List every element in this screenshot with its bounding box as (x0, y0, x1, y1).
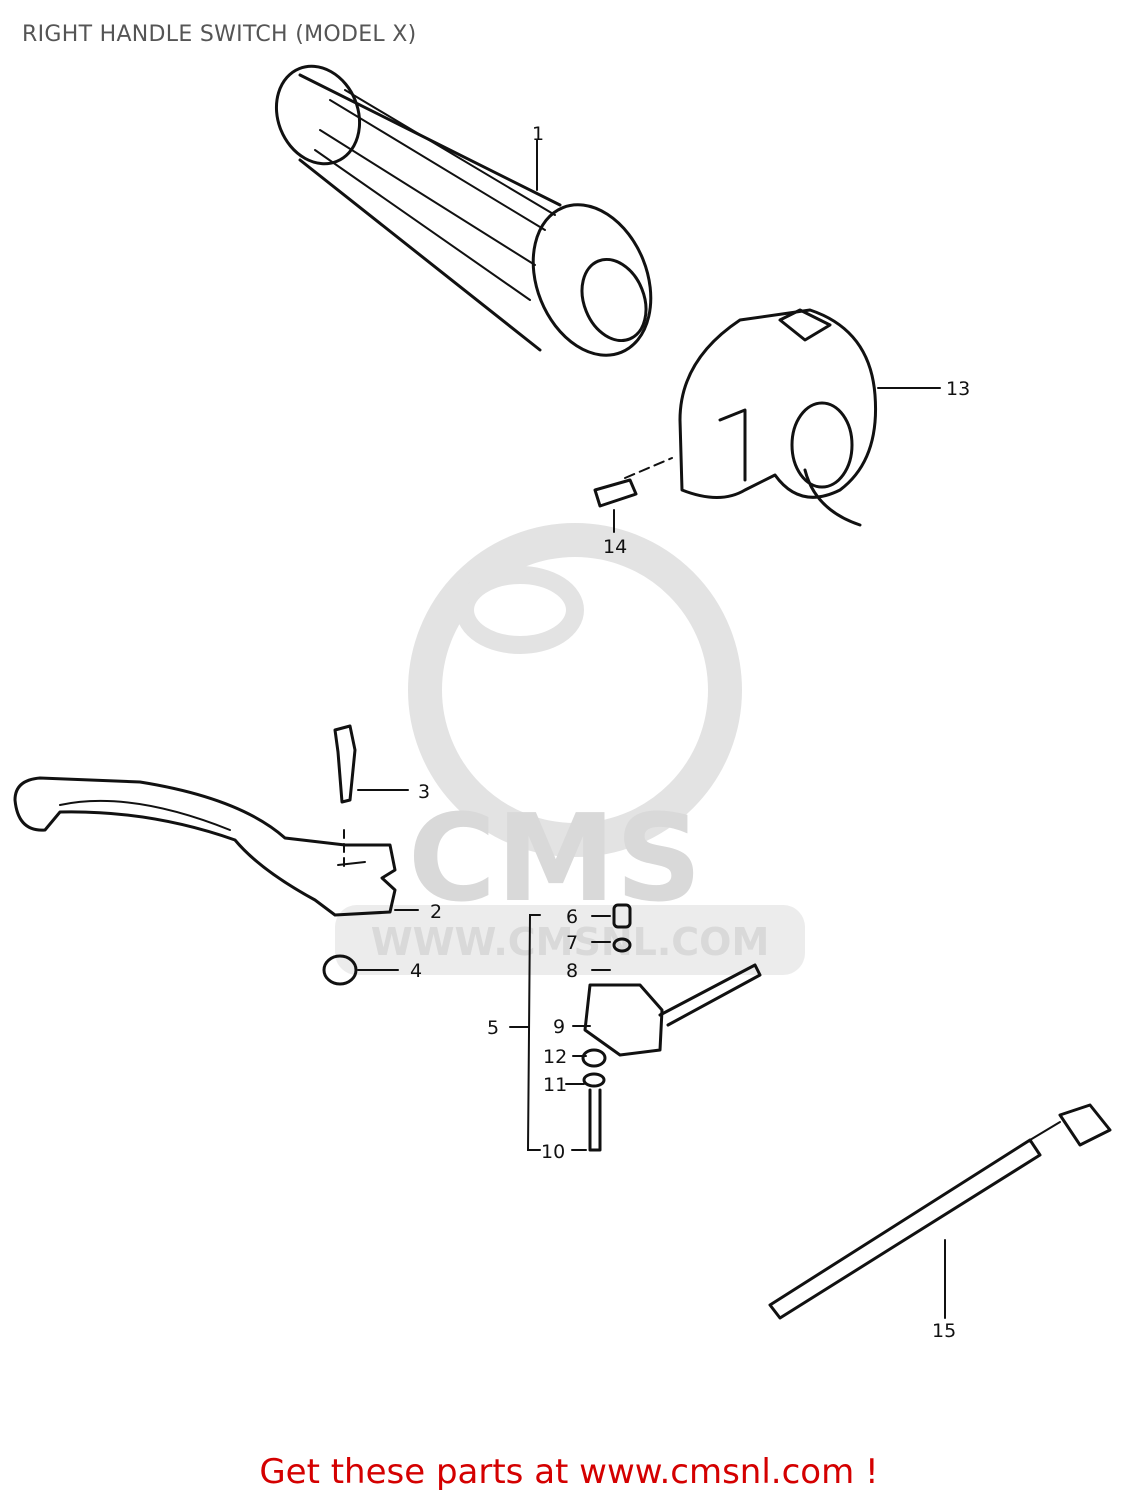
footer-link-text[interactable]: Get these parts at www.cmsnl.com ! (259, 1452, 879, 1492)
callout-8: 8 (566, 960, 578, 982)
watermark: CMS WWW.CMSNL.COM (335, 523, 805, 975)
watermark-mascot-head (408, 523, 742, 857)
watermark-mascot-goggles (456, 566, 584, 654)
callout-13: 13 (946, 378, 970, 400)
callout-3: 3 (418, 781, 430, 803)
callout-1: 1 (532, 123, 544, 145)
callout-5: 5 (487, 1017, 499, 1039)
callout-9: 9 (553, 1016, 565, 1038)
part-switch-assembly (509, 903, 762, 1152)
callouts: 1 2 3 4 5 6 7 8 9 10 11 12 13 14 15 (410, 123, 970, 1342)
callout-4: 4 (410, 960, 422, 982)
callout-11: 11 (543, 1074, 567, 1096)
callout-6: 6 (566, 906, 578, 928)
part-lever (13, 776, 419, 917)
part-grip (274, 64, 653, 357)
watermark-banner (335, 905, 805, 975)
watermark-url: WWW.CMSNL.COM (371, 920, 770, 964)
part-screw (593, 478, 638, 533)
part-switch-housing (624, 308, 941, 527)
callout-10: 10 (541, 1141, 565, 1163)
callout-14: 14 (603, 536, 627, 558)
callout-15: 15 (932, 1320, 956, 1342)
part-nut (322, 954, 399, 986)
callout-2: 2 (430, 901, 442, 923)
callout-7: 7 (566, 932, 578, 954)
callout-12: 12 (543, 1046, 567, 1068)
part-pivot-bolt (333, 724, 409, 871)
watermark-brand: CMS (408, 790, 702, 929)
part-cable-tie (768, 1103, 1112, 1320)
page-title: RIGHT HANDLE SWITCH (MODEL X) (22, 22, 417, 47)
